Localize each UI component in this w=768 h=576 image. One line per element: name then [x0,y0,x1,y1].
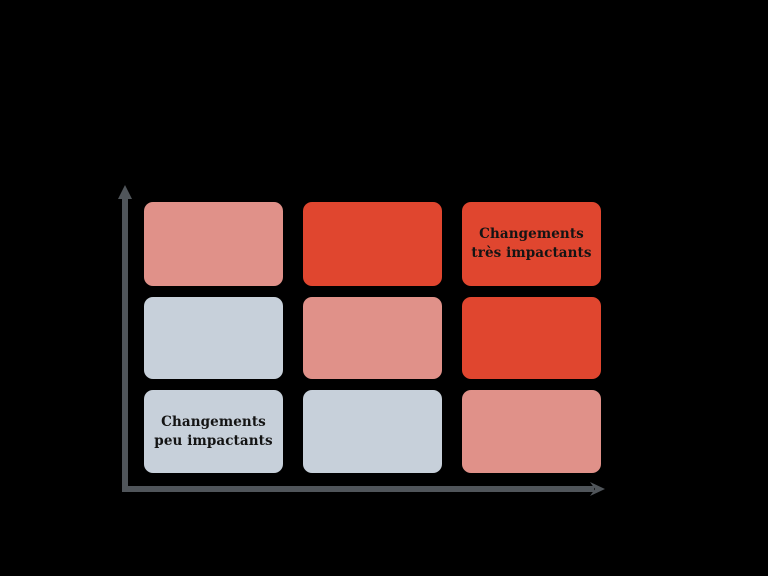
matrix-cell-label-very-impactful: Changements très impactants [471,226,592,261]
matrix-cell-r2c2[interactable] [462,390,601,473]
matrix-cell-r2c0[interactable]: Changements peu impactants [144,390,283,473]
matrix-cell-r0c1[interactable] [303,202,442,286]
matrix-cell-label-low-impact: Changements peu impactants [154,413,273,449]
horizontal-axis-line [122,486,594,492]
vertical-axis-line [122,197,128,489]
matrix-cell-r1c1[interactable] [303,297,442,379]
impact-matrix-grid: Changements très impactants Changements … [144,202,601,473]
matrix-cell-r2c1[interactable] [303,390,442,473]
matrix-cell-r1c2[interactable] [462,297,601,379]
matrix-cell-r0c0[interactable] [144,202,283,286]
matrix-cell-r1c0[interactable] [144,297,283,379]
horizontal-axis-arrow-icon [588,479,608,499]
vertical-axis-arrow-icon [118,185,132,199]
matrix-cell-r0c2[interactable]: Changements très impactants [462,202,601,286]
